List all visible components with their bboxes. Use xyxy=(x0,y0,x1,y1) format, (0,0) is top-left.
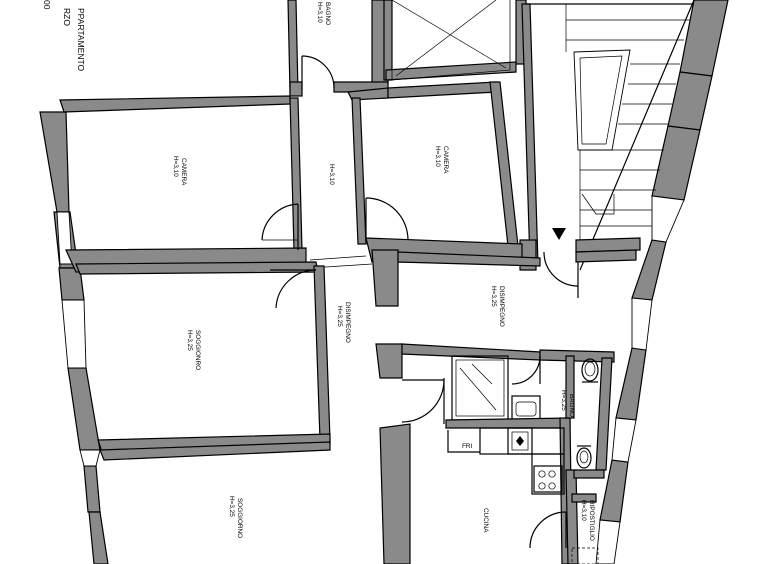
room-height: H=3,10 xyxy=(328,164,335,185)
header-scale: 00 xyxy=(42,0,52,10)
room-height: H=3,25 xyxy=(186,330,193,351)
room-name: CAMERA xyxy=(180,158,187,186)
room-name: DISIMPEGNO xyxy=(498,286,505,327)
stair-well xyxy=(573,49,631,151)
room-name: CUCINA xyxy=(482,508,489,533)
exterior-wall-right xyxy=(579,0,729,564)
room-name: BAGNO xyxy=(568,394,575,417)
fridge-label: FRI xyxy=(462,443,473,450)
room-name: BAGNO xyxy=(324,2,331,25)
room-height: H=3,25 xyxy=(336,306,343,327)
room-name: CAMERA xyxy=(442,146,449,174)
sink-drain-icon xyxy=(516,436,524,446)
room-soggiorno-1 xyxy=(75,261,331,453)
room-labels: BAGNO H=3,10 CAMERA H=3,10 H=3,10 CAMERA… xyxy=(172,2,595,541)
room-height: H=3,10 xyxy=(316,2,323,23)
room-height: H=3,10 xyxy=(434,146,441,167)
entrance-arrow-icon xyxy=(552,228,566,240)
exterior-wall-left xyxy=(39,111,109,564)
window xyxy=(595,519,621,564)
room-height: H=3,25 xyxy=(560,390,567,411)
header-floor: RZO xyxy=(62,8,72,26)
disimpegno-walls xyxy=(371,249,637,307)
header-apartment: PPARTAMENTO xyxy=(76,8,86,72)
window xyxy=(611,417,637,463)
room-name: SOGGIONRO xyxy=(194,330,201,370)
window xyxy=(61,299,87,369)
window xyxy=(631,297,653,351)
room-height: H=3,25 xyxy=(490,286,497,307)
room-camera-right xyxy=(309,81,523,269)
plan-header: PPARTAMENTO RZO 00 xyxy=(42,0,86,72)
room-name: DISIMPEGNO xyxy=(344,302,351,343)
staircase xyxy=(519,3,694,298)
room-name: RIPOSTIGLIO xyxy=(588,500,595,541)
room-cucina-bagno: FRI xyxy=(375,343,615,564)
room-height: H=3,25 xyxy=(228,496,235,517)
room-height: H=3,10 xyxy=(580,500,587,521)
room-height: H=3,10 xyxy=(172,156,179,177)
top-area xyxy=(287,0,527,97)
room-name: SOGGIORNO xyxy=(236,498,243,538)
window xyxy=(79,449,101,467)
room-soggiorno-2 xyxy=(99,441,331,461)
window xyxy=(651,195,685,243)
